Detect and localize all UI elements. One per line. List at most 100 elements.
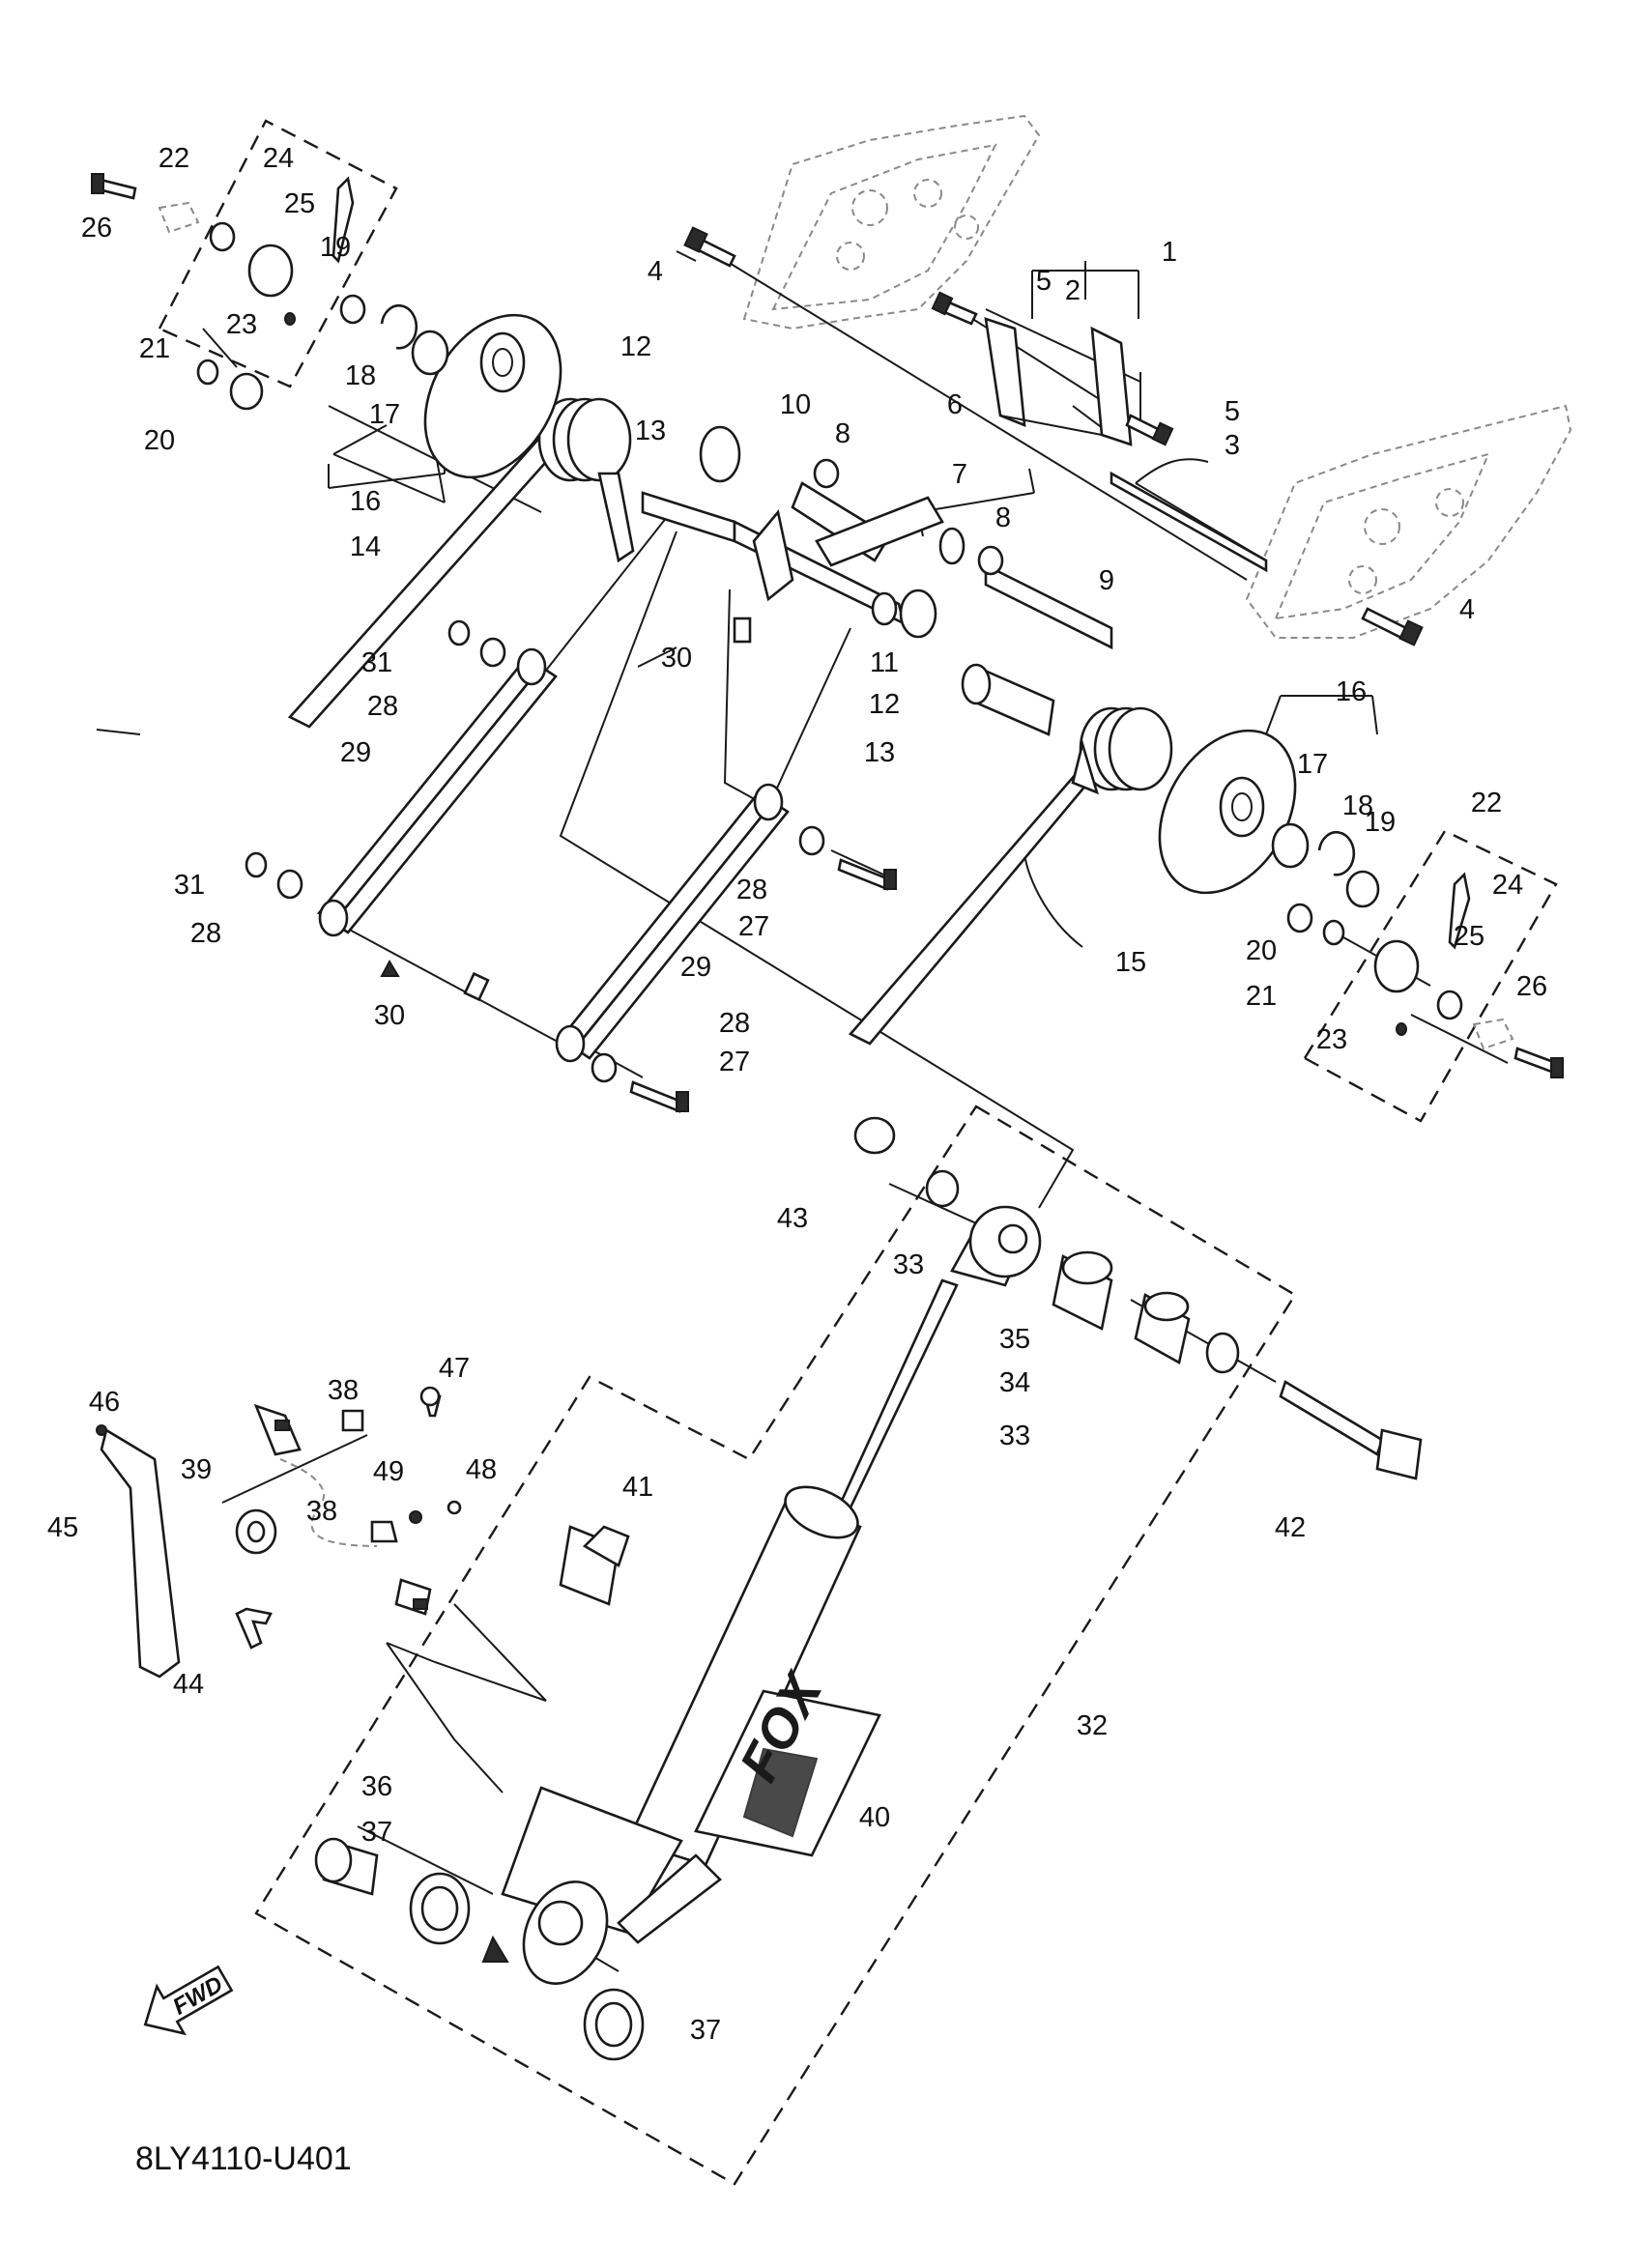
bolt-5-lower	[1125, 414, 1174, 446]
callout-31: 31	[174, 870, 205, 901]
rear-arm-axle-assembly	[641, 425, 1268, 736]
callout-22: 22	[159, 143, 189, 174]
callout-16: 16	[350, 486, 381, 517]
callout-48: 48	[466, 1454, 497, 1485]
callout-46: 46	[89, 1387, 120, 1418]
callout-6: 6	[947, 389, 963, 420]
bracket-assembly	[984, 317, 1133, 446]
link-hardware	[245, 619, 897, 1113]
callout-11: 11	[870, 647, 899, 678]
callout-17: 17	[1297, 749, 1328, 780]
callout-39: 39	[181, 1454, 212, 1485]
callout-37: 37	[361, 1817, 392, 1848]
callout-27: 27	[738, 911, 769, 942]
callout-23: 23	[1316, 1024, 1347, 1055]
callout-33: 33	[999, 1421, 1030, 1451]
callout-10: 10	[780, 389, 811, 420]
callout-31: 31	[361, 647, 392, 678]
callout-20: 20	[144, 425, 175, 456]
callout-26: 26	[81, 213, 112, 244]
callout-9: 9	[1099, 565, 1114, 596]
callout-21: 21	[1246, 981, 1277, 1012]
callout-24: 24	[263, 143, 294, 174]
link-plate-right	[555, 783, 790, 1063]
callout-29: 29	[680, 952, 711, 983]
link-plate-left	[317, 647, 558, 937]
callout-28: 28	[367, 691, 398, 722]
callout-32: 32	[1077, 1710, 1108, 1741]
callout-12: 12	[620, 331, 651, 362]
callout-37: 37	[690, 2015, 721, 2046]
callout-4: 4	[648, 256, 663, 287]
callout-35: 35	[999, 1324, 1030, 1355]
bolt-5-upper	[931, 291, 978, 326]
callout-23: 23	[226, 309, 257, 340]
diagram-code: 8LY4110-U401	[135, 2140, 352, 2177]
callout-lines	[96, 261, 1378, 948]
callout-34: 34	[999, 1367, 1030, 1398]
callout-25: 25	[1454, 921, 1484, 952]
callout-41: 41	[622, 1472, 653, 1503]
callout-28: 28	[736, 875, 767, 905]
frame-rail-lower-ghost	[1245, 404, 1572, 639]
callout-13: 13	[635, 416, 666, 446]
callout-8: 8	[995, 502, 1011, 533]
callout-45: 45	[47, 1512, 78, 1543]
callout-20: 20	[1246, 935, 1277, 966]
shock-absorber	[481, 1205, 1042, 1985]
hardware-group-left	[91, 173, 449, 411]
callout-30: 30	[374, 1000, 405, 1031]
callout-13: 13	[864, 737, 895, 768]
callout-2: 2	[1065, 275, 1081, 306]
hardware-group-right	[1271, 822, 1564, 1078]
callout-19: 19	[320, 232, 351, 263]
callout-17: 17	[369, 399, 400, 430]
callout-26: 26	[1516, 971, 1547, 1002]
callout-44: 44	[173, 1669, 204, 1700]
callout-3: 3	[1225, 430, 1240, 461]
torsion-spring-right	[848, 706, 1173, 1046]
group-box-22-right	[1303, 829, 1558, 1123]
torsion-spring-left	[287, 397, 635, 729]
callout-24: 24	[1492, 870, 1523, 901]
callout-25: 25	[284, 188, 315, 219]
callout-16: 16	[1336, 676, 1367, 707]
callout-number-layer: 1234455678891011121213131415161617171818…	[47, 143, 1547, 2046]
callout-38: 38	[306, 1496, 337, 1527]
callout-30: 30	[661, 643, 692, 674]
callout-8: 8	[835, 418, 850, 449]
callout-28: 28	[719, 1008, 750, 1039]
callout-29: 29	[340, 737, 371, 768]
idler-wheel-right	[1158, 729, 1297, 895]
group-box-22-left	[158, 119, 398, 388]
group-box-32-shock-assembly	[254, 1105, 1297, 2186]
callout-49: 49	[373, 1456, 404, 1487]
callout-42: 42	[1275, 1512, 1306, 1543]
callout-47: 47	[439, 1353, 470, 1384]
callout-5: 5	[1036, 266, 1052, 297]
callout-43: 43	[777, 1203, 808, 1234]
callout-28: 28	[190, 918, 221, 949]
callout-1: 1	[1162, 237, 1177, 268]
callout-36: 36	[361, 1771, 392, 1802]
callout-15: 15	[1115, 947, 1146, 978]
callout-4: 4	[1459, 594, 1475, 625]
callout-40: 40	[859, 1802, 890, 1833]
sensor-and-bracket-parts	[96, 1386, 462, 1679]
callout-21: 21	[139, 333, 170, 364]
callout-33: 33	[893, 1249, 924, 1280]
callout-38: 38	[328, 1375, 359, 1406]
callout-12: 12	[869, 689, 900, 720]
callout-18: 18	[1342, 790, 1373, 821]
reference-arrow-upper	[380, 959, 400, 977]
bolt-4-lower	[1361, 607, 1424, 646]
frame-rail-upper-ghost	[742, 114, 1041, 330]
fwd-direction-arrow: FWD	[143, 1965, 234, 2036]
callout-5: 5	[1225, 396, 1240, 427]
shock-hardware	[314, 1116, 1423, 2061]
callout-14: 14	[350, 531, 381, 562]
callout-19: 19	[1365, 807, 1396, 838]
callout-27: 27	[719, 1047, 750, 1077]
